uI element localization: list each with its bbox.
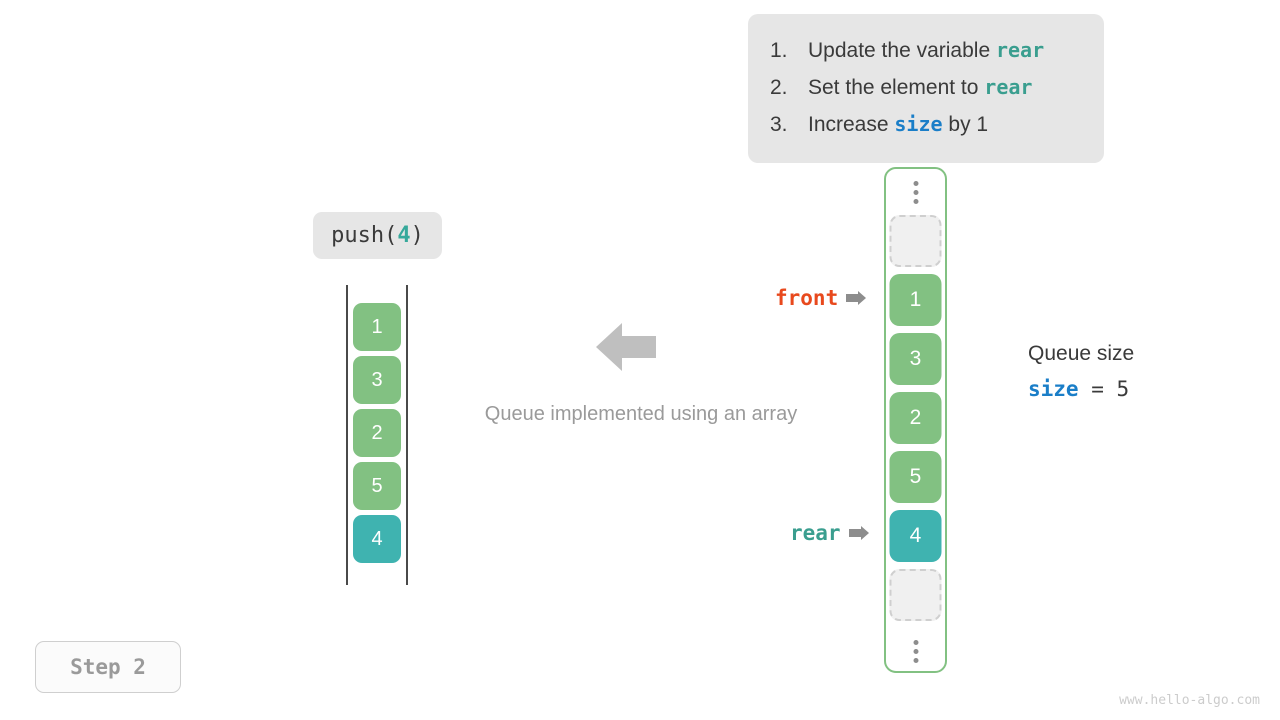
instruction-step-1-pre: Update the variable (808, 39, 996, 62)
instruction-step-3-number: 3. (770, 113, 788, 136)
pointer-rear: rear (790, 521, 869, 545)
arrow-left-icon (596, 321, 656, 373)
watermark: www.hello-algo.com (1119, 693, 1260, 708)
left-array-rail-left (346, 285, 348, 585)
queue-size-expression: size = 5 (1028, 377, 1134, 401)
operation-argument: 4 (397, 223, 411, 248)
instruction-step-2-pre: Set the element to (808, 76, 985, 99)
pointer-rear-arrow-icon (848, 521, 869, 545)
queue-size-title: Queue size (1028, 342, 1135, 365)
instruction-step-3-text: Increase size by 1 (808, 106, 988, 143)
step-badge: Step 2 (35, 641, 181, 693)
operation-close-paren: ) (410, 223, 424, 248)
instruction-step-1-number: 1. (770, 39, 788, 62)
right-array-cell: 2 (889, 392, 942, 444)
queue-size-panel: Queue size size = 5 (1028, 342, 1134, 401)
instruction-step-3-pre: Increase (808, 113, 895, 136)
right-array-cell: 3 (889, 333, 942, 385)
dot (913, 189, 918, 195)
diagram-caption: Queue implemented using an array (484, 403, 798, 425)
left-array-cells: 1 3 2 5 4 (353, 303, 401, 568)
right-array-cell: 1 (889, 274, 942, 326)
dot (913, 657, 918, 663)
left-array-cell: 5 (353, 462, 401, 510)
pointer-front: front (775, 286, 867, 310)
instruction-step-2-number: 2. (770, 76, 788, 99)
instruction-step-1: 1. Update the variable rear (770, 32, 1082, 69)
right-array-cell-empty (889, 215, 942, 267)
left-array-rail-right (406, 285, 408, 585)
instruction-step-2-keyword: rear (984, 75, 1033, 99)
dot (913, 639, 918, 645)
instruction-step-3-post: by 1 (942, 113, 989, 136)
operation-name: push( (331, 223, 398, 248)
vertical-ellipsis-icon-bottom (886, 628, 945, 674)
right-array-cell-highlighted: 4 (889, 510, 942, 562)
dot (913, 648, 918, 654)
queue-size-value: 5 (1116, 377, 1130, 401)
instruction-step-1-text: Update the variable rear (808, 32, 1044, 69)
left-array-cell: 2 (353, 409, 401, 457)
operation-label: push(4) (313, 212, 442, 259)
queue-size-variable: size (1028, 377, 1079, 401)
queue-size-equals: = (1078, 377, 1117, 401)
instruction-step-2: 2. Set the element to rear (770, 69, 1082, 106)
left-array-cell-highlighted: 4 (353, 515, 401, 563)
left-array-cell: 3 (353, 356, 401, 404)
vertical-ellipsis-icon-top (886, 169, 945, 215)
right-array-cell-empty (889, 569, 942, 621)
instruction-card: 1. Update the variable rear 2. Set the e… (748, 14, 1104, 163)
instruction-step-1-keyword: rear (995, 38, 1045, 62)
right-array-container: 1 3 2 5 4 (884, 167, 947, 673)
left-array-cell: 1 (353, 303, 401, 351)
instruction-step-2-text: Set the element to rear (808, 69, 1032, 106)
instruction-step-3: 3. Increase size by 1 (770, 106, 1082, 143)
dot (913, 180, 918, 186)
left-array: 1 3 2 5 4 (340, 285, 414, 585)
instruction-step-3-keyword: size (894, 112, 943, 136)
pointer-front-label: front (775, 286, 839, 310)
pointer-rear-label: rear (790, 521, 841, 545)
right-array-cell: 5 (889, 451, 942, 503)
right-array-stack: 1 3 2 5 4 (886, 169, 945, 674)
dot (913, 198, 918, 204)
pointer-front-arrow-icon (846, 286, 867, 310)
